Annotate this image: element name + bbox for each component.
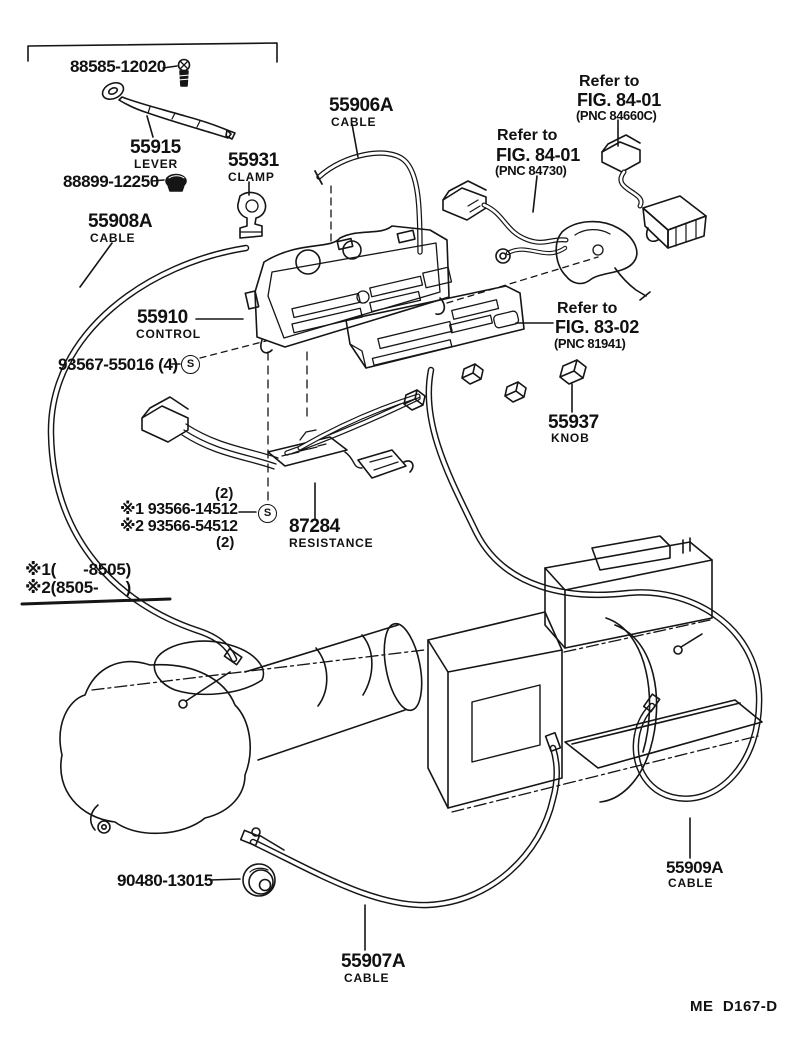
screw-88585-drawing [162, 58, 191, 87]
label-55931-name: CLAMP [228, 170, 275, 184]
label-88899-12250: 88899-12250 [63, 172, 159, 191]
label-55906a: 55906A [329, 95, 394, 116]
label-55910: 55910 [137, 307, 188, 328]
label-55909a: 55909A [666, 858, 724, 877]
ref-81941-line3: (PNC 81941) [554, 336, 626, 351]
grommet-drawing [209, 863, 276, 897]
label-90480-13015: 90480-13015 [117, 871, 213, 890]
label-87284-name: RESISTANCE [289, 536, 374, 550]
label-55907a: 55907A [341, 951, 406, 972]
note-applicability-2: ※2(8505- ) [25, 578, 132, 597]
fastener-symbol-s-93566: S [258, 504, 277, 523]
ref-81941-line1: Refer to [557, 300, 618, 317]
ref-84660c-line1: Refer to [579, 73, 640, 90]
label-93566-line2: ※2 93566-54512 [120, 518, 238, 535]
ref-84730-line2: FIG. 84-01 [496, 145, 581, 165]
cable-55908a-drawing [47, 244, 250, 666]
label-93567-55016: 93567-55016 (4) [58, 355, 178, 374]
heater-unit-drawing [427, 535, 763, 813]
label-93566-qty-bottom: (2) [216, 534, 235, 551]
label-55906a-name: CABLE [331, 115, 377, 129]
clamp-drawing [237, 181, 267, 239]
label-55908a-name: CABLE [90, 231, 136, 245]
label-55907a-name: CABLE [344, 971, 390, 985]
label-55915: 55915 [130, 137, 181, 158]
label-55937: 55937 [548, 412, 599, 433]
cable-55907a-drawing [239, 395, 562, 909]
ref-81941-line2: FIG. 83-02 [555, 317, 640, 337]
ref-84660c-line2: FIG. 84-01 [577, 90, 662, 110]
harness-84660c-drawing [601, 119, 707, 249]
ref-84730-line3: (PNC 84730) [495, 163, 567, 178]
nut-88899-drawing [151, 173, 187, 192]
ref-84730-line1: Refer to [497, 127, 558, 144]
label-55910-name: CONTROL [136, 327, 201, 341]
note-applicability-1: ※1( -8505) [25, 560, 132, 579]
top-bracket [27, 42, 278, 63]
fastener-symbol-s-93567: S [181, 355, 200, 374]
label-93566-qty-top: (2) [215, 485, 234, 502]
label-55908a: 55908A [88, 211, 153, 232]
control-unit-drawing [244, 225, 453, 354]
blower-unit-drawing [59, 622, 425, 851]
knobs-drawing [403, 359, 587, 413]
lever-drawing [101, 81, 236, 140]
leader-lines [20, 123, 691, 951]
label-55937-name: KNOB [551, 431, 590, 445]
label-55909a-name: CABLE [668, 876, 714, 890]
label-88585-12020: 88585-12020 [70, 57, 166, 76]
label-55931: 55931 [228, 150, 279, 171]
ref-84660c-line3: (PNC 84660C) [576, 108, 657, 123]
label-87284: 87284 [289, 516, 340, 537]
drawing-code: ME D167-D [690, 998, 778, 1015]
label-93566-line1: ※1 93566-14512 [120, 501, 238, 518]
label-55915-name: LEVER [134, 157, 179, 171]
harness-84730-drawing [442, 175, 651, 301]
cable-55906a-drawing [314, 150, 423, 255]
faceplate-drawing [345, 285, 554, 369]
